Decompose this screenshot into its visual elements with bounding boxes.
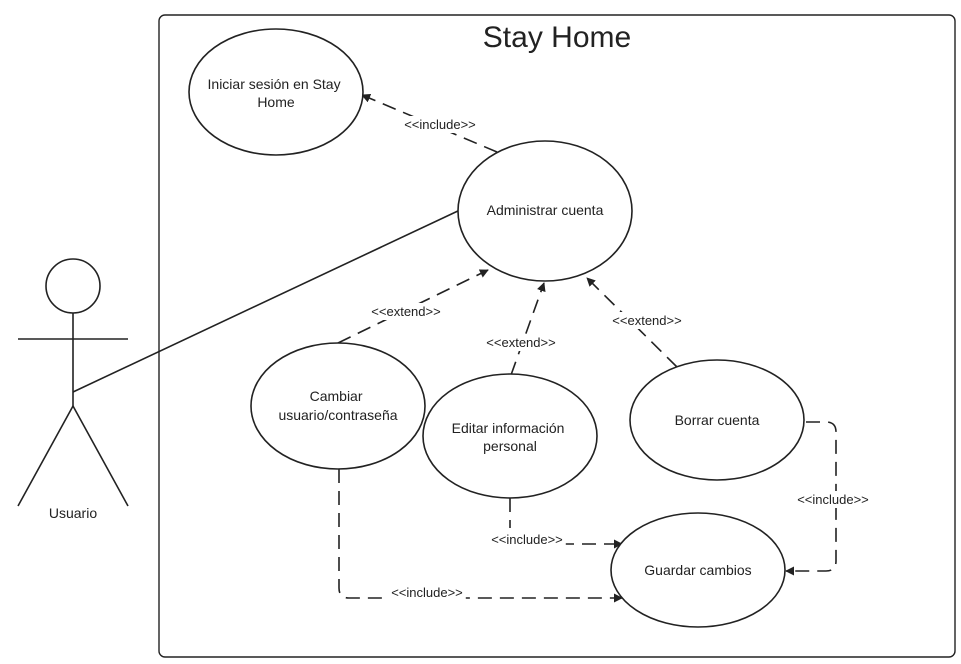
use-case-delete-shape xyxy=(629,359,805,481)
label-backing xyxy=(794,491,872,508)
use-case-edit-label: Editar información personal xyxy=(452,420,569,454)
actor-head xyxy=(45,258,101,314)
use-case-login-label: Iniciar sesión en Stay Home xyxy=(208,76,345,110)
label-extend-change: <<extend>> xyxy=(371,304,440,319)
label-backing xyxy=(401,116,479,133)
actor-left-leg xyxy=(17,405,74,507)
use-case-edit[interactable]: Editar información personal xyxy=(422,373,598,499)
connector-include-change-save xyxy=(338,469,623,603)
use-case-change-label: Cambiar usuario/contraseña xyxy=(278,388,397,423)
label-extend-edit: <<extend>> xyxy=(486,335,555,350)
label-backing xyxy=(609,312,685,329)
use-case-change-shape xyxy=(250,342,426,470)
label-backing xyxy=(483,334,559,351)
label-backing xyxy=(388,584,466,601)
use-case-manage-label: Administrar cuenta xyxy=(487,202,604,218)
label-include-login: <<include>> xyxy=(404,117,476,132)
actor-name: Usuario xyxy=(49,505,97,521)
label-include-change-save: <<include>> xyxy=(391,585,463,600)
label-extend-delete: <<extend>> xyxy=(612,313,681,328)
label-backing xyxy=(368,303,444,320)
label-include-edit-save: <<include>> xyxy=(491,532,563,547)
use-case-login-shape xyxy=(188,28,364,156)
actor-right-leg xyxy=(72,405,129,507)
association-actor-manage xyxy=(72,209,461,393)
use-case-save-shape xyxy=(610,512,786,628)
connector-extend-edit xyxy=(510,282,546,376)
use-case-edit-shape xyxy=(422,373,598,499)
connector-include-edit-save xyxy=(509,498,622,544)
use-case-save[interactable]: Guardar cambios xyxy=(610,512,786,628)
use-case-delete-label: Borrar cuenta xyxy=(675,412,760,428)
use-case-manage-shape xyxy=(457,140,633,282)
use-case-save-label: Guardar cambios xyxy=(644,562,751,578)
use-case-manage[interactable]: Administrar cuenta xyxy=(457,140,633,282)
system-title: Stay Home xyxy=(483,21,631,54)
label-include-delete-save: <<include>> xyxy=(797,492,869,507)
use-case-change[interactable]: Cambiar usuario/contraseña xyxy=(250,342,426,470)
use-case-login[interactable]: Iniciar sesión en Stay Home xyxy=(188,28,364,156)
actor-usuario[interactable]: Usuario xyxy=(17,258,129,521)
label-backing xyxy=(488,531,566,548)
connector-extend-change xyxy=(337,269,489,344)
use-case-delete[interactable]: Borrar cuenta xyxy=(629,359,805,481)
